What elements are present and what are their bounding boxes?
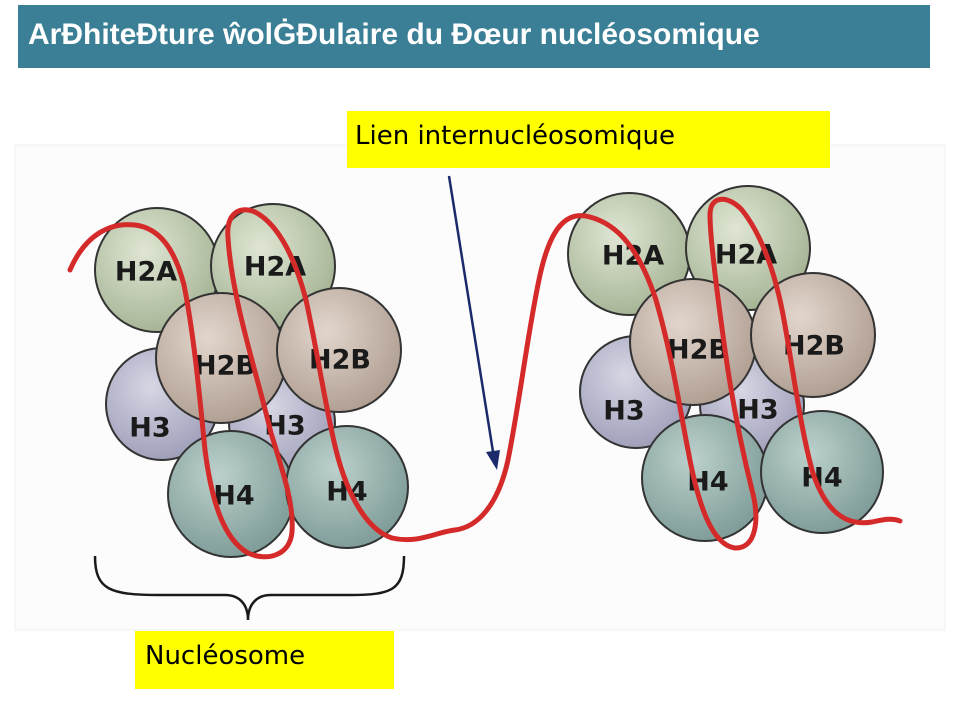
linker-arrow [447,175,500,470]
histone-label-h2b: H2B [194,351,256,382]
histone-h2b-right-2: H2B [750,272,876,398]
linker-label: Lien internucléosomique [347,111,830,168]
title-bar: ArĐhiteĐture ŵolĠĐulaire du Đœur nucléos… [18,5,930,68]
histone-label-h2a: H2A [602,241,664,272]
page-title: ArĐhiteĐture ŵolĠĐulaire du Đœur nucléos… [28,18,760,51]
histone-h4-left-1: H4 [167,430,295,558]
histone-label-h4: H4 [801,463,842,494]
histone-h4-right-2: H4 [760,410,884,534]
nucleosome-brace [93,555,406,621]
histone-label-h2a: H2A [115,257,177,288]
histone-label-h2b: H2B [783,331,845,362]
dna-strand [67,196,903,560]
histone-label-h4: H4 [213,481,254,512]
histone-label-h3: H3 [603,396,644,427]
histone-label-h3: H3 [129,413,170,444]
histone-h2b-left-2: H2B [276,287,402,413]
histone-h2b-right-1: H2B [629,278,757,406]
histone-label-h3: H3 [737,395,778,426]
nucleosome-label: Nucléosome [135,631,394,689]
histone-h2b-left-1: H2B [155,292,287,424]
histone-label-h2b: H2B [667,335,729,366]
